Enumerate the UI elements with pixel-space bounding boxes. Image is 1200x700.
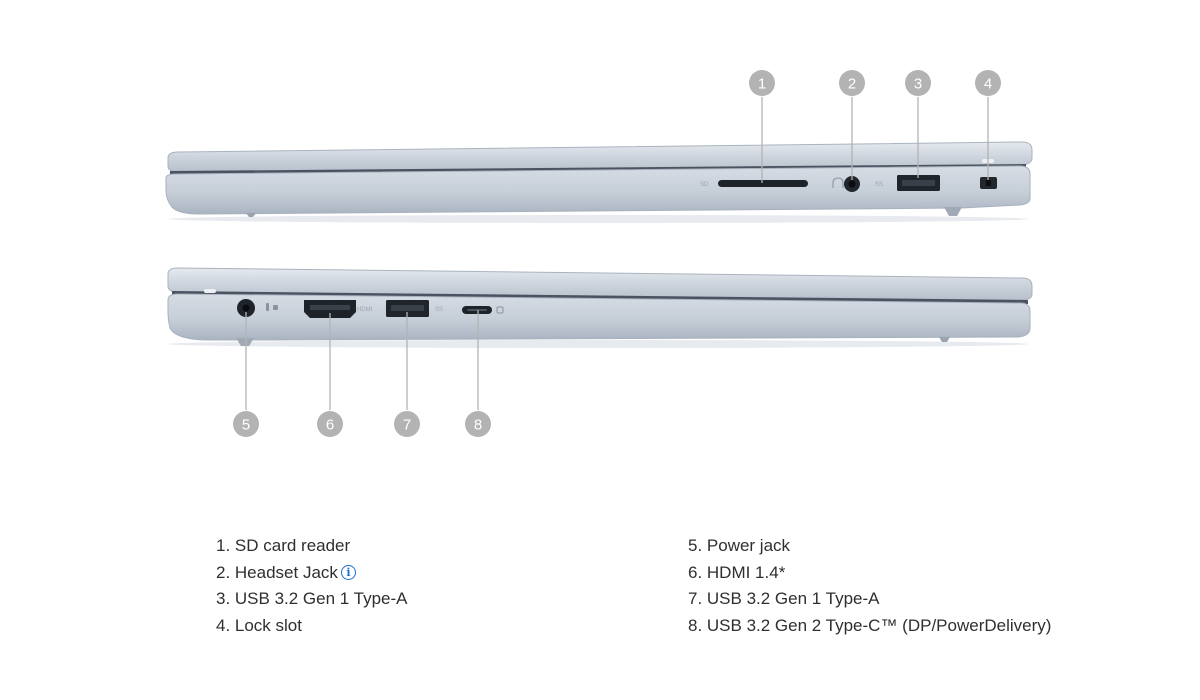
marker-6: 6 bbox=[317, 411, 343, 437]
laptop-left-side: HDMI SS bbox=[167, 267, 1033, 348]
marker-1: 1 bbox=[749, 70, 775, 96]
usb-left-port-label: SS bbox=[435, 307, 443, 313]
spec-item-lock-slot: 4. Lock slot bbox=[216, 615, 302, 635]
info-icon[interactable]: i bbox=[340, 565, 356, 581]
marker-8-label: 8 bbox=[474, 417, 482, 434]
lock-slot bbox=[980, 177, 997, 189]
displayport-icon bbox=[496, 306, 504, 314]
marker-1-label: 1 bbox=[758, 76, 766, 93]
marker-5: 5 bbox=[233, 411, 259, 437]
spec-item-usb-type-a-left: 7. USB 3.2 Gen 1 Type-A bbox=[688, 589, 880, 608]
usb-a-port-left bbox=[386, 300, 429, 317]
marker-4-label: 4 bbox=[984, 76, 992, 93]
marker-7-label: 7 bbox=[403, 417, 411, 434]
marker-6-label: 6 bbox=[326, 417, 334, 434]
marker-7: 7 bbox=[394, 411, 420, 437]
usb-c-port bbox=[462, 306, 492, 314]
marker-8: 8 bbox=[465, 411, 491, 437]
headset-icon bbox=[832, 177, 844, 188]
hdmi-port-label: HDMI bbox=[357, 307, 373, 313]
marker-4: 4 bbox=[975, 70, 1001, 96]
port-spec-list-left-side: 5. Power jack 6. HDMI 1.4* 7. USB 3.2 Ge… bbox=[688, 533, 1051, 639]
spec-item-sd-card-reader: 1. SD card reader bbox=[216, 536, 351, 555]
spec-item-hdmi: 6. HDMI 1.4* bbox=[688, 562, 786, 582]
marker-2: 2 bbox=[839, 70, 865, 96]
hdmi-port bbox=[304, 300, 356, 318]
marker-5-label: 5 bbox=[242, 417, 250, 434]
marker-2-label: 2 bbox=[848, 76, 856, 93]
sd-port-label: SD bbox=[700, 182, 709, 188]
power-indicator-light bbox=[266, 303, 278, 311]
spec-item-usb-type-a-right: 3. USB 3.2 Gen 1 Type-A bbox=[216, 589, 408, 608]
laptop-right-side: SD SS bbox=[165, 141, 1033, 223]
marker-3: 3 bbox=[905, 70, 931, 96]
marker-3-label: 3 bbox=[914, 76, 922, 93]
sd-card-slot bbox=[718, 180, 808, 187]
headset-jack bbox=[844, 176, 860, 192]
spec-item-power-jack: 5. Power jack bbox=[688, 536, 791, 555]
usb-right-port-label: SS bbox=[875, 182, 883, 188]
leader-lines bbox=[245, 97, 989, 410]
power-jack bbox=[237, 299, 255, 317]
spec-item-usb-type-c: 8. USB 3.2 Gen 2 Type-C™ (DP/PowerDelive… bbox=[688, 615, 1052, 635]
usb-a-port-right bbox=[897, 175, 940, 191]
